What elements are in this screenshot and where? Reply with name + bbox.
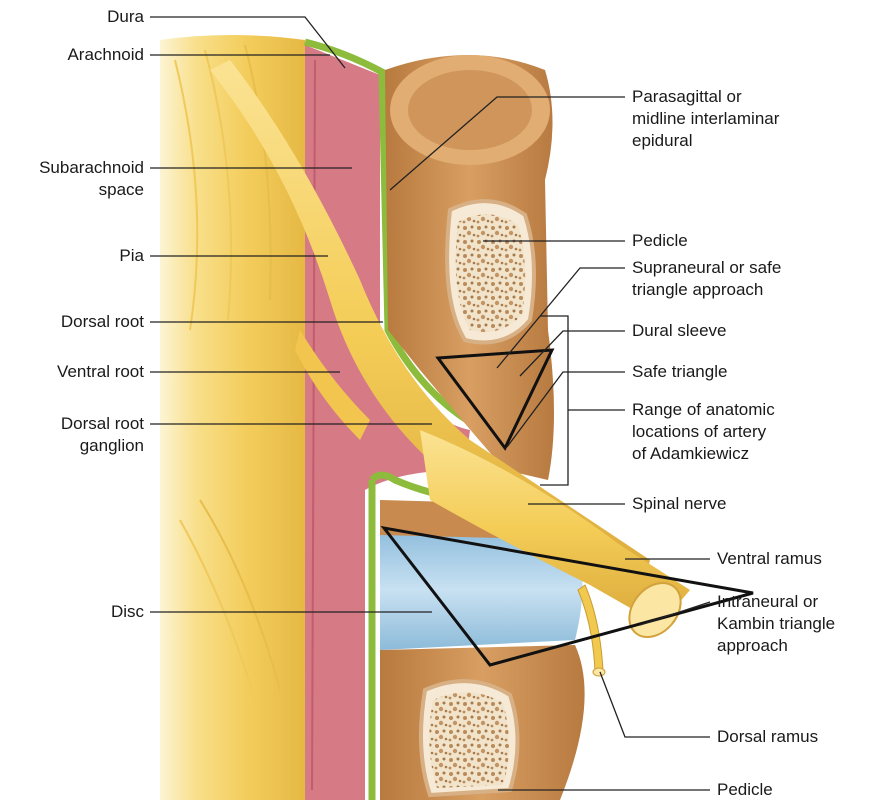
label-pia-text: Pia [40,245,144,267]
label-supraneural-line1: Supraneural or safe [632,257,781,279]
label-range-line3: of Adamkiewicz [632,443,775,465]
label-parasagittal-line3: epidural [632,130,779,152]
label-pedicle-top: Pedicle [632,230,688,252]
label-supraneural: Supraneural or safe triangle approach [632,257,781,301]
label-disc-text: Disc [40,601,144,623]
label-spinal-nerve-text: Spinal nerve [632,493,727,515]
label-spinal-nerve: Spinal nerve [632,493,727,515]
label-safe-triangle-text: Safe triangle [632,361,727,383]
label-kambin: Intraneural or Kambin triangle approach [717,591,835,657]
label-arachnoid: Arachnoid [10,44,144,66]
label-kambin-line2: Kambin triangle [717,613,835,635]
label-supraneural-line2: triangle approach [632,279,781,301]
label-safe-triangle: Safe triangle [632,361,727,383]
label-subarachnoid-line2: space [0,179,144,201]
label-pedicle-bottom: Pedicle [717,779,773,801]
label-kambin-line3: approach [717,635,835,657]
label-subarachnoid-space: Subarachnoid space [0,157,144,201]
label-pedicle-top-text: Pedicle [632,230,688,252]
label-range-line1: Range of anatomic [632,399,775,421]
label-kambin-line1: Intraneural or [717,591,835,613]
label-dura: Dura [40,6,144,28]
label-adamkiewicz-range: Range of anatomic locations of artery of… [632,399,775,465]
dorsal-ramus [578,585,605,676]
label-subarachnoid-line1: Subarachnoid [0,157,144,179]
label-dorsal-root-ganglion: Dorsal root ganglion [0,413,144,457]
label-arachnoid-text: Arachnoid [10,44,144,66]
label-dorsal-ramus-text: Dorsal ramus [717,726,818,748]
label-ventral-ramus: Ventral ramus [717,548,822,570]
label-parasagittal: Parasagittal or midline interlaminar epi… [632,86,779,152]
label-drg-line1: Dorsal root [0,413,144,435]
label-drg-line2: ganglion [0,435,144,457]
label-pia: Pia [40,245,144,267]
label-ventral-ramus-text: Ventral ramus [717,548,822,570]
label-dorsal-root-text: Dorsal root [0,311,144,333]
label-parasagittal-line1: Parasagittal or [632,86,779,108]
label-dorsal-ramus: Dorsal ramus [717,726,818,748]
label-dural-sleeve-text: Dural sleeve [632,320,727,342]
label-parasagittal-line2: midline interlaminar [632,108,779,130]
label-ventral-root-text: Ventral root [0,361,144,383]
label-range-line2: locations of artery [632,421,775,443]
label-disc: Disc [40,601,144,623]
label-dura-text: Dura [40,6,144,28]
label-pedicle-bottom-text: Pedicle [717,779,773,801]
label-dural-sleeve: Dural sleeve [632,320,727,342]
pedicle-bottom [421,681,518,795]
pedicle-top [447,201,534,342]
label-dorsal-root: Dorsal root [0,311,144,333]
label-ventral-root: Ventral root [0,361,144,383]
